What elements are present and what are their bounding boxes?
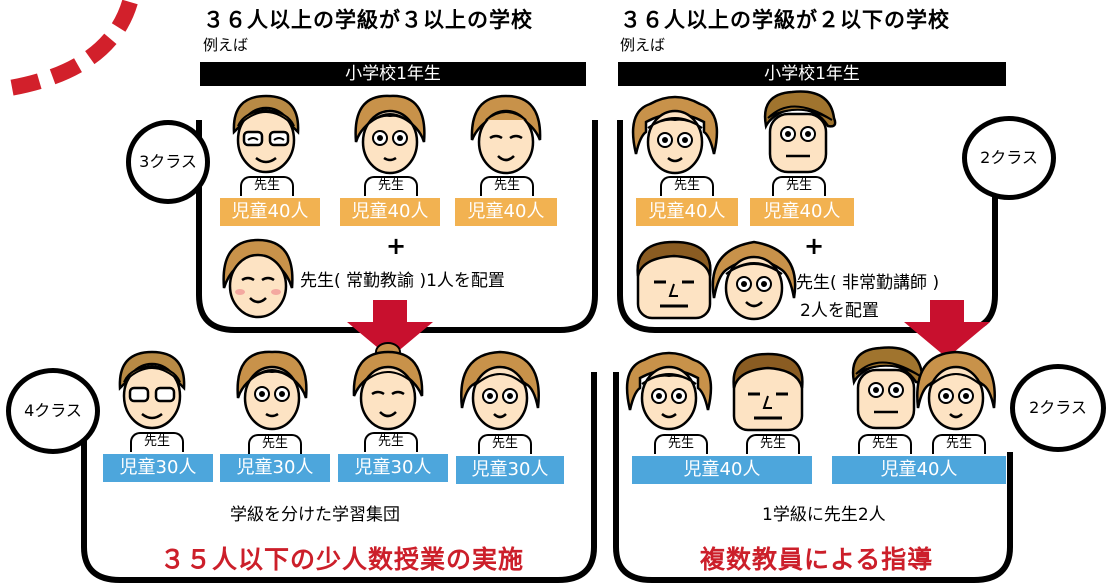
bottom-left-class-count: 4クラス (24, 401, 82, 420)
teacher-face-icon (916, 350, 996, 431)
teacher-face-icon (460, 350, 540, 431)
student-count-badge: 児童30人 (220, 454, 330, 482)
bottom-right-result: 複数教員による指導 (700, 545, 934, 574)
teacher-label: 先生 (240, 176, 294, 196)
teacher-face-icon (711, 240, 797, 321)
student-count-badge: 児童40人 (636, 198, 738, 226)
left-example-label: 例えば (203, 36, 249, 54)
down-arrow-icon (904, 300, 990, 358)
teacher-label: 先生 (746, 434, 800, 454)
teacher-label: 先生 (248, 434, 302, 454)
bottom-left-result: ３５人以下の少人数授業の実施 (160, 545, 525, 574)
bottom-right-class-count-circle: 2クラス (1010, 364, 1106, 452)
teacher-face-icon (354, 94, 426, 175)
teacher-label: 先生 (364, 432, 418, 452)
right-example-label: 例えば (620, 36, 666, 54)
teacher-face-icon (636, 240, 712, 320)
teacher-face-icon (763, 90, 837, 174)
right-extra-staff-line1: 先生( 非常勤講師 ) (796, 273, 940, 293)
left-extra-staff-text: 先生( 常勤教諭 )1人を配置 (300, 271, 505, 291)
student-count-badge: 児童30人 (338, 454, 448, 482)
student-count-badge: 児童40人 (832, 456, 1006, 484)
teacher-label: 先生 (364, 176, 418, 196)
left-panel-frame (196, 120, 598, 333)
student-count-badge: 児童40人 (632, 456, 812, 484)
decorative-arc (8, 0, 138, 96)
bottom-right-class-count: 2クラス (1029, 398, 1087, 417)
bottom-right-panel-frame (613, 372, 1013, 583)
left-heading: ３６人以上の学級が３以上の学校 (203, 8, 533, 32)
right-class-count: 2クラス (980, 148, 1038, 167)
student-count-badge: 児童40人 (220, 198, 320, 226)
right-heading: ３６人以上の学級が２以下の学校 (620, 8, 950, 32)
right-class-count-circle: 2クラス (962, 116, 1056, 200)
right-extra-staff-line2: 2人を配置 (800, 301, 879, 321)
teacher-label: 先生 (130, 432, 184, 452)
down-arrow-icon (347, 300, 433, 358)
teacher-face-icon (470, 94, 542, 175)
student-count-badge: 児童40人 (340, 198, 440, 226)
bottom-left-caption: 学級を分けた学習集団 (230, 505, 400, 525)
student-count-badge: 児童30人 (456, 456, 564, 484)
teacher-face-icon (352, 342, 424, 431)
teacher-face-icon (222, 238, 294, 319)
teacher-face-icon (118, 350, 186, 430)
left-grade-bar: 小学校1年生 (200, 62, 586, 86)
teacher-face-icon (625, 351, 713, 431)
right-panel-frame (617, 120, 998, 333)
left-plus-sign: + (386, 232, 407, 260)
bottom-right-caption: 1学級に先生2人 (762, 505, 886, 525)
student-count-badge: 児童40人 (750, 198, 854, 226)
teacher-label: 先生 (478, 434, 532, 454)
teacher-label: 先生 (858, 434, 912, 454)
left-class-count-circle: 3クラス (126, 120, 210, 204)
teacher-label: 先生 (772, 176, 826, 196)
teacher-face-icon (232, 94, 300, 174)
student-count-badge: 児童40人 (455, 198, 557, 226)
student-count-badge: 児童30人 (103, 454, 213, 482)
teacher-label: 先生 (932, 434, 986, 454)
teacher-face-icon (236, 350, 308, 431)
bottom-left-panel-frame (81, 372, 597, 583)
right-grade-bar: 小学校1年生 (618, 62, 1006, 86)
teacher-label: 先生 (660, 176, 714, 196)
teacher-face-icon (732, 352, 804, 432)
teacher-face-icon (631, 95, 719, 175)
bottom-left-class-count-circle: 4クラス (6, 368, 100, 454)
right-plus-sign: + (804, 232, 825, 260)
teacher-label: 先生 (654, 434, 708, 454)
teacher-label: 先生 (480, 176, 534, 196)
left-class-count: 3クラス (139, 152, 197, 171)
